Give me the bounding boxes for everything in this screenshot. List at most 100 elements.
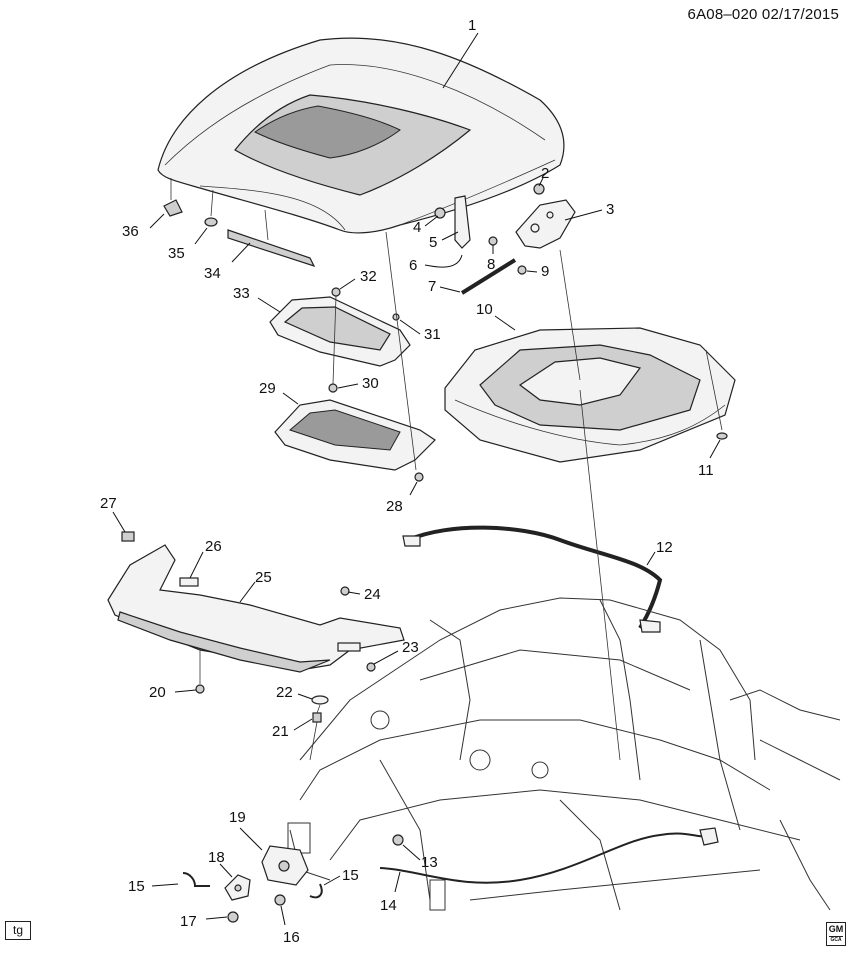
leader-34: [231, 242, 251, 263]
leader-28: [409, 481, 418, 496]
callout-17: 17: [180, 913, 197, 930]
hood-seal: [407, 525, 663, 630]
hood-front-molding: [227, 229, 316, 268]
bolt-16: [274, 894, 286, 906]
callout-15b: 15: [342, 867, 359, 884]
callout-11: 11: [698, 462, 714, 479]
hood-scoop-lower: [274, 399, 436, 471]
callout-30: 30: [362, 375, 379, 392]
callout-16: 16: [283, 929, 300, 946]
bumper-36: [163, 199, 183, 217]
fastener-28: [414, 472, 424, 482]
callout-19: 19: [229, 809, 246, 826]
leader-23: [373, 650, 399, 665]
callout-23: 23: [402, 639, 419, 656]
leader-18: [219, 863, 233, 878]
leader-26: [189, 551, 204, 579]
hood-panel: [157, 37, 565, 234]
leader-4: [424, 215, 439, 227]
clip-13: [392, 834, 404, 846]
callout-34: 34: [204, 265, 221, 282]
callout-10: 10: [476, 301, 493, 318]
callout-2: 2: [541, 165, 549, 182]
callout-8: 8: [487, 256, 495, 273]
leader-27: [112, 511, 126, 533]
fastener-23: [366, 662, 376, 672]
bumper-22: [311, 695, 329, 705]
gm-logo: GM GCA: [826, 922, 846, 946]
leader-20: [174, 689, 197, 693]
leader-29: [282, 392, 299, 405]
callout-27: 27: [100, 495, 117, 512]
release-handle: [699, 827, 719, 846]
callout-6: 6: [409, 257, 417, 274]
callout-13: 13: [421, 854, 438, 871]
callout-33: 33: [233, 285, 250, 302]
callout-9: 9: [541, 263, 549, 280]
callout-32: 32: [360, 268, 377, 285]
leader-15a: [151, 883, 179, 887]
hood-scoop-upper: [269, 296, 411, 367]
leader-16: [280, 905, 286, 926]
leader-10: [494, 315, 516, 331]
leader-36: [149, 213, 165, 229]
leader-2: [538, 177, 544, 187]
bumper-35: [204, 217, 218, 227]
clip-27: [121, 531, 135, 542]
front-end-upper-cover: [107, 544, 405, 673]
cable-15a: [182, 872, 210, 887]
callout-25: 25: [255, 569, 272, 586]
cable-15b: [309, 883, 323, 899]
leader-21: [293, 718, 313, 731]
leader-17: [205, 916, 228, 920]
leader-33: [257, 297, 281, 313]
hood-latch: [261, 845, 309, 886]
callout-15a: 15: [128, 878, 145, 895]
hood-inner-panel: [444, 327, 736, 463]
bumper-11: [716, 432, 728, 440]
callout-22: 22: [276, 684, 293, 701]
leader-25: [239, 581, 256, 603]
callout-7: 7: [428, 278, 436, 295]
callout-4: 4: [413, 219, 421, 236]
leader-3: [564, 209, 603, 221]
callout-21: 21: [272, 723, 289, 740]
callout-1: 1: [468, 17, 476, 34]
leader-15b: [323, 875, 341, 886]
callout-3: 3: [606, 201, 614, 218]
washer-hose: [424, 254, 463, 268]
hood-strut: [460, 258, 517, 295]
callout-20: 20: [149, 684, 166, 701]
leader-11: [709, 439, 721, 459]
assembly-guide-lines: [170, 178, 723, 761]
leader-9: [526, 270, 538, 273]
leader-32: [339, 278, 356, 290]
callout-35: 35: [168, 245, 185, 262]
leader-19: [239, 827, 263, 851]
callout-29: 29: [259, 380, 276, 397]
fastener-31: [392, 313, 400, 321]
leader-35: [194, 227, 208, 245]
leader-5: [441, 231, 459, 241]
fastener-32: [331, 287, 341, 297]
callout-5: 5: [429, 234, 437, 251]
callout-26: 26: [205, 538, 222, 555]
fastener-21: [312, 712, 322, 723]
leader-24: [347, 591, 361, 595]
leader-14: [394, 871, 401, 893]
gm-logo-text: GM: [828, 924, 844, 934]
fastener-24: [340, 586, 350, 596]
leader-7: [439, 286, 461, 293]
leader-12: [646, 551, 656, 566]
gm-logo-subtext: GCA: [829, 936, 843, 943]
fastener-20: [195, 684, 205, 694]
leader-1: [442, 32, 479, 89]
fastener-30: [328, 383, 338, 393]
secondary-latch: [224, 874, 251, 901]
leader-31: [399, 319, 421, 335]
hood-hinge-assembly: [434, 183, 576, 275]
nut-17: [227, 911, 239, 923]
vehicle-front-structure: [287, 597, 841, 911]
